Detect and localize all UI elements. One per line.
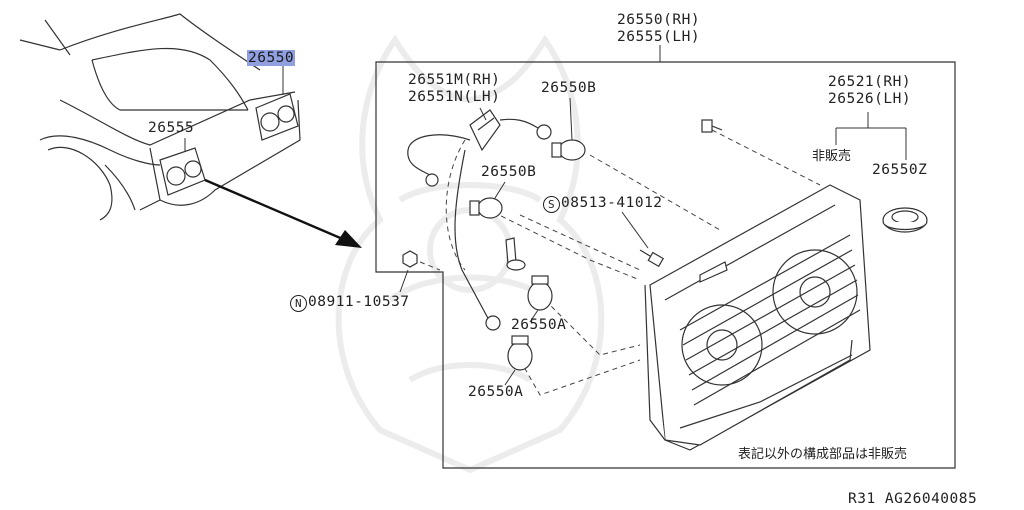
- tail-lamp-assembly: [644, 184, 871, 451]
- left-lamp-sketch: [159, 147, 206, 196]
- part-number-cover-rh[interactable]: 26521(RH): [828, 74, 912, 90]
- grommet-26550z: [882, 207, 928, 233]
- screw-fastener: [639, 249, 665, 268]
- car-rear-illustration: [19, 13, 301, 221]
- bulb-26550a-lower: [507, 335, 533, 371]
- not-sold-note: 非販売: [812, 149, 852, 164]
- part-number-26550b-mid[interactable]: 26550B: [481, 164, 537, 180]
- part-number-assembly-rh[interactable]: 26550(RH): [617, 12, 701, 28]
- part-number-26550a-upper[interactable]: 26550A: [511, 317, 567, 333]
- part-number-socket-lh[interactable]: 26551N(LH): [408, 89, 501, 105]
- nut-symbol: N: [290, 295, 307, 312]
- detail-frame: [375, 61, 956, 469]
- part-number-grommet[interactable]: 26550Z: [872, 162, 928, 178]
- part-number-26550b-top[interactable]: 26550B: [541, 80, 597, 96]
- part-number-26550-highlighted[interactable]: 26550: [247, 50, 296, 66]
- leader-lines: [399, 45, 661, 386]
- nut-fastener: [402, 250, 418, 268]
- bolt-fastener: [701, 119, 723, 133]
- part-number-socket-rh[interactable]: 26551M(RH): [408, 72, 501, 88]
- part-number-cover-lh[interactable]: 26526(LH): [828, 91, 912, 107]
- bulb-26550b-top: [551, 139, 586, 161]
- part-number-assembly-lh[interactable]: 26555(LH): [617, 29, 701, 45]
- cover-bracket: [835, 112, 907, 160]
- arrow-to-detail: [204, 178, 362, 248]
- socket-clip: [505, 237, 526, 271]
- dashed-leaders: [419, 129, 821, 396]
- bulb-socket-harness: [407, 109, 552, 331]
- bulb-26550a-upper: [527, 275, 553, 311]
- right-lamp-sketch: [255, 93, 299, 141]
- diagram-code: R31 AG26040085: [848, 491, 978, 507]
- part-number-26555-rear[interactable]: 26555: [148, 120, 195, 136]
- bulb-26550b-mid: [469, 197, 503, 219]
- part-number-26550a-lower[interactable]: 26550A: [468, 384, 524, 400]
- screw-symbol: S: [543, 196, 560, 213]
- footnote-not-sold: 表記以外の構成部品は非販売: [738, 447, 908, 462]
